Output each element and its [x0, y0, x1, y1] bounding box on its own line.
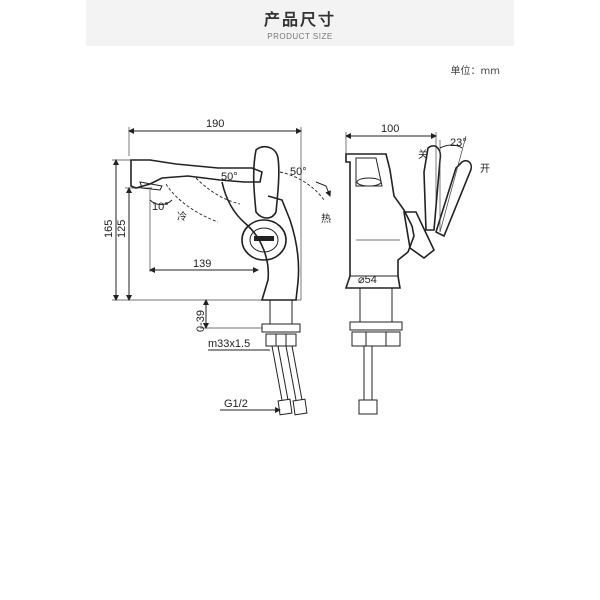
- side-view: 100 ⌀54 23° 关 开: [344, 123, 490, 415]
- mounting-shank: [269, 299, 293, 325]
- side-body: [344, 153, 415, 289]
- arc-open-angle: [439, 144, 463, 149]
- arc-cold: [195, 177, 241, 205]
- axis-open: [439, 135, 467, 233]
- unit-label: 单位：mm: [450, 66, 500, 77]
- brand-plate: [254, 236, 274, 241]
- side-nut: [351, 331, 401, 347]
- aerator: [139, 181, 163, 191]
- arc-hot: [279, 171, 325, 201]
- hose-left: [271, 345, 289, 401]
- side-washer: [349, 321, 403, 331]
- handle-lever: [252, 145, 280, 219]
- arrow-hot: [315, 181, 331, 197]
- angle-cold-label: 50°: [221, 171, 238, 183]
- hose-right: [285, 345, 303, 401]
- handle-hub: [241, 219, 287, 261]
- page-title: 产品尺寸: [263, 10, 336, 29]
- hose-fitting-right: [292, 398, 308, 416]
- angle-hot-label: 50°: [290, 166, 307, 178]
- side-handle-open: [435, 159, 473, 238]
- dim-width-label: 190: [206, 118, 224, 130]
- side-shank: [359, 287, 393, 323]
- inlet-label: G1/2: [224, 398, 248, 410]
- side-handle-base: [403, 211, 435, 260]
- arc-spout-swing: [165, 183, 219, 223]
- hot-label: 热: [321, 212, 331, 225]
- cold-label: 冷: [177, 210, 187, 223]
- side-hose-fitting: [358, 399, 378, 415]
- side-spout-outlet: [355, 157, 383, 187]
- diameter-label: ⌀54: [358, 274, 377, 286]
- arc-spout-angle: [149, 199, 173, 205]
- close-label: 关: [418, 148, 428, 161]
- mounting-washer: [261, 323, 301, 333]
- front-view: 190 165 125 139 10° 50° 50° 冷 热: [103, 118, 331, 416]
- handle-hub-inner: [249, 227, 279, 253]
- dim-base-range-label: 0-39: [195, 310, 207, 332]
- hose-fitting-left: [277, 398, 293, 416]
- page-subtitle: PRODUCT SIZE: [267, 32, 333, 41]
- dim-height-total-label: 165: [103, 220, 115, 238]
- side-hose: [363, 346, 373, 400]
- dim-reach-label: 139: [193, 258, 211, 270]
- mounting-nut: [265, 333, 297, 347]
- faucet-body: [221, 181, 300, 301]
- angle-spout-label: 10°: [152, 201, 169, 213]
- header-band: [86, 0, 514, 46]
- angle-open-label: 23°: [450, 137, 467, 149]
- dim-height-spout-label: 125: [116, 220, 128, 238]
- thread-label: m33x1.5: [208, 338, 250, 350]
- side-aerator: [356, 177, 382, 187]
- open-label: 开: [480, 164, 490, 175]
- spout-body: [130, 159, 263, 189]
- dim-depth-label: 100: [381, 123, 399, 135]
